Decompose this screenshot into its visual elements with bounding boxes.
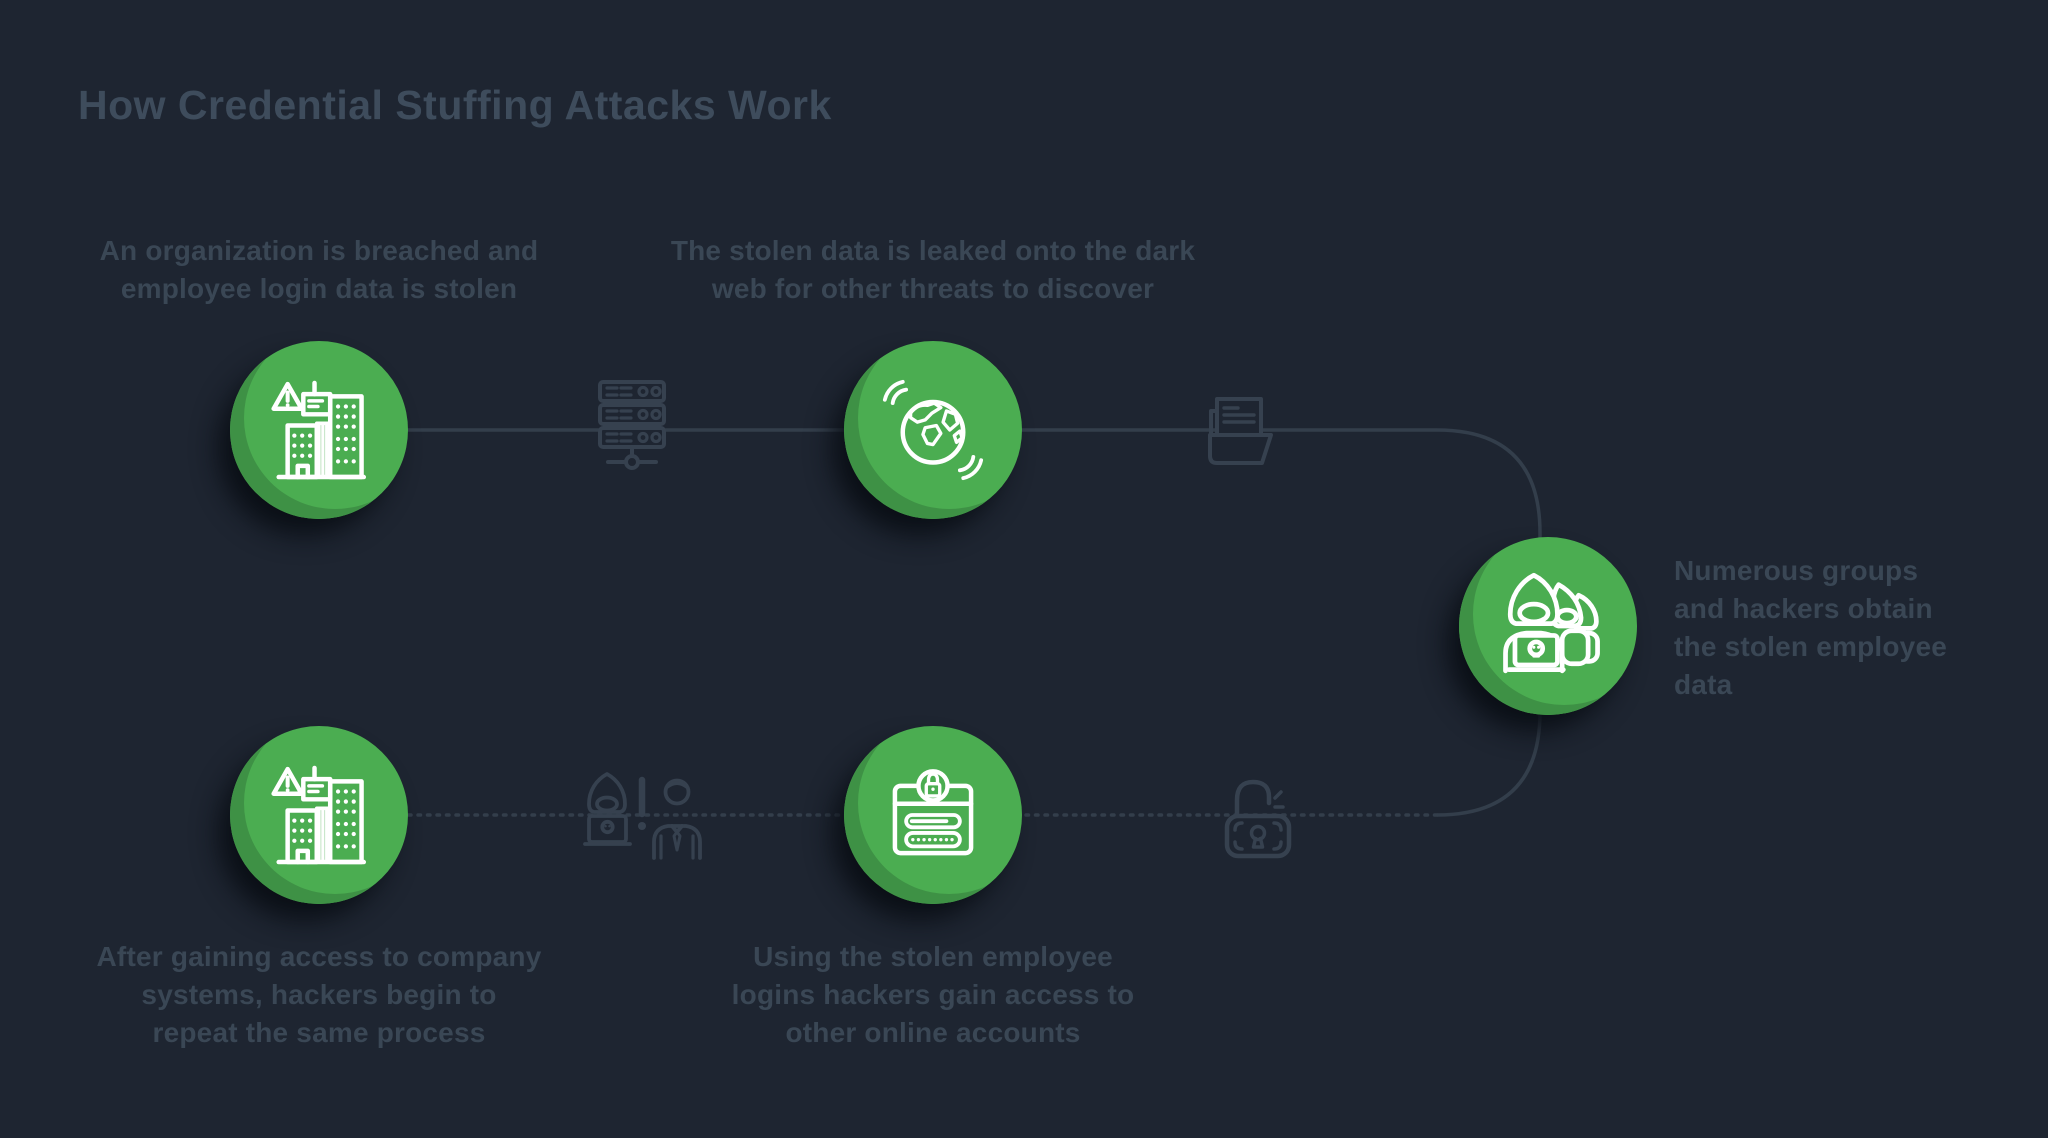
step-label-leak: The stolen data is leaked onto the dark … [670, 235, 1196, 304]
step-label-breach: An organization is breached and employee… [99, 235, 539, 304]
step-circle-access [844, 726, 1022, 904]
leaked-document-folder-icon [1208, 397, 1273, 465]
hacker-victim-alert-icon [583, 772, 702, 860]
step-circle-leak [844, 341, 1022, 519]
hacker-group-icon [1503, 572, 1600, 674]
step-label-repeat: After gaining access to company systems,… [96, 941, 542, 1048]
page-title: How Credential Stuffing Attacks Work [78, 82, 832, 128]
login-form-lock-icon [892, 769, 974, 856]
building-warning-icon [271, 765, 367, 865]
unlocked-padlock-icon [1224, 779, 1292, 859]
connector-right-curve [1436, 622, 1542, 817]
step-circle-obtain [1459, 537, 1637, 715]
connector-top-path [319, 428, 1542, 630]
building-warning-icon [271, 380, 367, 480]
step-label-obtain: Numerous groups and hackers obtain the s… [1674, 555, 1947, 700]
step-label-access: Using the stolen employee logins hackers… [731, 941, 1135, 1048]
globe-dark-web-icon [882, 379, 984, 481]
step-circle-repeat [230, 726, 408, 904]
server-rack-icon [598, 380, 666, 470]
step-circle-breach [230, 341, 408, 519]
